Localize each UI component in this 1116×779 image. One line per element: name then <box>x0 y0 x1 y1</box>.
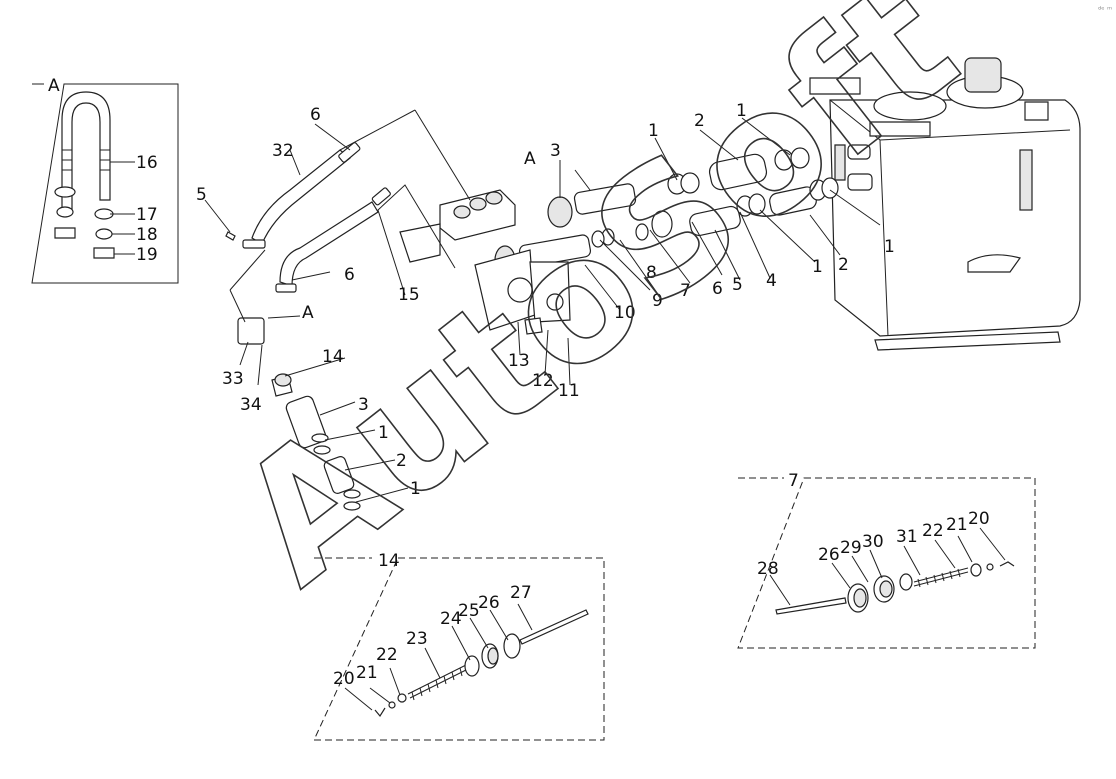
label-6a: 6 <box>310 105 321 125</box>
label-18: 18 <box>136 225 158 245</box>
label-7-26: 26 <box>818 545 840 565</box>
label-7-20: 20 <box>968 509 990 529</box>
detail-box-14: 14 20 21 22 23 24 25 26 27 <box>313 551 605 741</box>
label-7-21: 21 <box>946 515 968 535</box>
label-13: 13 <box>508 351 530 371</box>
corner-mark: ᵈᵉ ᵐ <box>1098 5 1112 14</box>
detail-box-a: A 16 17 18 19 <box>31 76 179 284</box>
label-5b: 5 <box>732 275 743 295</box>
detail-a-title: A <box>48 76 60 96</box>
label-3a: 3 <box>550 141 561 161</box>
label-6c: 6 <box>712 279 723 299</box>
label-33: 33 <box>222 369 244 389</box>
label-14-26: 26 <box>478 593 500 613</box>
suction-line-assembly <box>494 147 839 275</box>
filter-assembly <box>237 317 361 511</box>
label-14-22: 22 <box>376 645 398 665</box>
label-14-25: 25 <box>458 601 480 621</box>
label-14-21: 21 <box>356 663 378 683</box>
label-2b: 2 <box>838 255 849 275</box>
leader-lines <box>204 109 881 503</box>
label-1b: 1 <box>736 101 747 121</box>
label-2a: 2 <box>694 111 705 131</box>
label-1e: 1 <box>378 423 389 443</box>
label-4: 4 <box>766 271 777 291</box>
hose-lines <box>225 142 391 293</box>
label-A-left: A <box>302 303 314 323</box>
label-14-23: 23 <box>406 629 428 649</box>
label-14-24: 24 <box>440 609 462 629</box>
label-7: 7 <box>680 281 691 301</box>
label-10: 10 <box>614 303 636 323</box>
label-7-22: 22 <box>922 521 944 541</box>
label-7-28: 28 <box>757 559 779 579</box>
label-3b: 3 <box>358 395 369 415</box>
label-1f: 1 <box>410 479 421 499</box>
label-1-side: 1 <box>812 257 823 277</box>
label-6b: 6 <box>344 265 355 285</box>
label-5: 5 <box>196 185 207 205</box>
label-14-27: 27 <box>510 583 532 603</box>
label-34: 34 <box>240 395 262 415</box>
label-19: 19 <box>136 245 158 265</box>
detail-14-title: 14 <box>378 551 400 571</box>
label-32: 32 <box>272 141 294 161</box>
label-15: 15 <box>398 285 420 305</box>
label-14: 14 <box>322 347 344 367</box>
detail-7-title: 7 <box>788 471 799 491</box>
label-1a: 1 <box>648 121 659 141</box>
control-valve-block <box>399 189 571 335</box>
label-A-top: A <box>524 149 536 169</box>
label-8: 8 <box>646 263 657 283</box>
hydraulic-tank <box>809 57 1081 351</box>
detail-box-7: 7 28 26 29 30 31 22 21 20 <box>737 471 1036 649</box>
label-17: 17 <box>136 205 158 225</box>
label-7-29: 29 <box>840 538 862 558</box>
label-2c: 2 <box>396 451 407 471</box>
label-1c: 1 <box>884 237 895 257</box>
part-number-labels: 1 2 1 A 3 6 32 5 6 15 1 2 1 4 5 6 7 8 9 … <box>196 101 895 499</box>
label-14-20: 20 <box>333 669 355 689</box>
label-11: 11 <box>558 381 580 401</box>
label-12: 12 <box>532 371 554 391</box>
label-7-31: 31 <box>896 527 918 547</box>
label-7-30: 30 <box>862 532 884 552</box>
label-9: 9 <box>652 291 663 311</box>
label-16: 16 <box>136 153 158 173</box>
